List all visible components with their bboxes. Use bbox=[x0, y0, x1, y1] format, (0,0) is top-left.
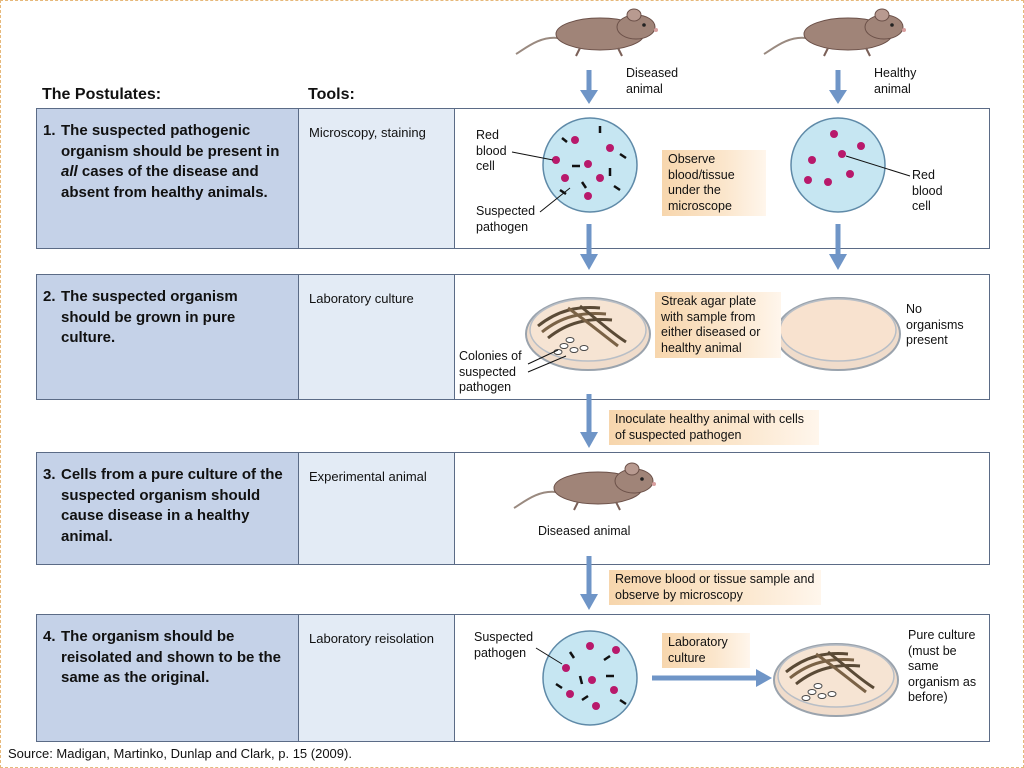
pure-culture-dish bbox=[772, 642, 900, 718]
pathogens-left bbox=[559, 126, 627, 196]
rbc-pointer-right bbox=[845, 155, 911, 177]
pure-culture-label: Pure culture (must be same organism as b… bbox=[908, 628, 977, 704]
tools-header: Tools: bbox=[308, 86, 355, 103]
pathogen-pointer-4 bbox=[535, 647, 563, 665]
postulate-1-text: The suspected pathogenic organism should… bbox=[61, 122, 280, 201]
flow-arrows bbox=[580, 70, 847, 687]
colonies-label: Colonies of suspected pathogen bbox=[459, 349, 522, 394]
postulate-4-text: The organism should be reisolated and sh… bbox=[61, 628, 282, 686]
postulate-3: 3. Cells from a pure culture of the susp… bbox=[37, 453, 299, 564]
postulate-row-2: 2. The suspected organism should be grow… bbox=[36, 274, 990, 400]
observe-note: Observe blood/tissue under the microscop… bbox=[662, 150, 766, 216]
pathogens-row4 bbox=[555, 651, 627, 706]
diseased-mouse-row3-image bbox=[513, 462, 657, 511]
postulate-row-3: 3. Cells from a pure culture of the susp… bbox=[36, 452, 990, 565]
sterile-dish-inner bbox=[779, 298, 897, 362]
red-blood-cells-left bbox=[552, 136, 614, 200]
rbc-pointer-left bbox=[511, 151, 554, 161]
inoculate-note: Inoculate healthy animal with cells of s… bbox=[609, 410, 819, 445]
healthy-blood-dish bbox=[790, 117, 886, 213]
remove-sample-note: Remove blood or tissue sample and observ… bbox=[609, 570, 821, 605]
suspected-pathogen-label-1: Suspected pathogen bbox=[476, 204, 536, 234]
red-blood-cells-row4 bbox=[562, 642, 620, 710]
diseased-animal-label-row3: Diseased animal bbox=[538, 524, 631, 538]
lab-culture-note: Laboratory culture bbox=[662, 633, 750, 668]
postulate-2-text: The suspected organism should be grown i… bbox=[61, 288, 238, 346]
diseased-mouse-top-image bbox=[515, 8, 659, 57]
streak-note: Streak agar plate with sample from eithe… bbox=[655, 292, 781, 358]
tool-3: Experimental animal bbox=[299, 453, 455, 564]
tool-1: Microscopy, staining bbox=[299, 109, 455, 248]
postulate-2: 2. The suspected organism should be grow… bbox=[37, 275, 299, 399]
postulate-3-text: Cells from a pure culture of the suspect… bbox=[61, 466, 283, 545]
colonies-pointer-b bbox=[527, 355, 567, 373]
healthy-animal-label: Healthy animal bbox=[874, 66, 917, 96]
postulate-1: 1. The suspected pathogenic organism sho… bbox=[37, 109, 299, 248]
red-blood-cell-label-right: Red blood cell bbox=[912, 168, 943, 213]
red-blood-cell-label-left: Red blood cell bbox=[476, 128, 507, 173]
source-citation: Source: Madigan, Martinko, Dunlap and Cl… bbox=[8, 746, 352, 761]
healthy-mouse-image bbox=[763, 8, 907, 57]
pathogen-pointer-1 bbox=[539, 187, 571, 213]
colonies-pointer-a bbox=[527, 349, 559, 365]
red-blood-cells-right bbox=[804, 130, 865, 186]
postulate-row-1: 1. The suspected pathogenic organism sho… bbox=[36, 108, 990, 249]
pathogen-culture-dish bbox=[524, 296, 652, 372]
no-organisms-label: No organisms present bbox=[906, 302, 964, 347]
postulates-header: The Postulates: bbox=[42, 86, 162, 103]
suspected-pathogen-label-4: Suspected pathogen bbox=[474, 630, 534, 660]
diseased-animal-label-top: Diseased animal bbox=[626, 66, 679, 96]
tool-4: Laboratory reisolation bbox=[299, 615, 455, 741]
tool-2: Laboratory culture bbox=[299, 275, 455, 399]
postulate-4: 4. The organism should be reisolated and… bbox=[37, 615, 299, 741]
